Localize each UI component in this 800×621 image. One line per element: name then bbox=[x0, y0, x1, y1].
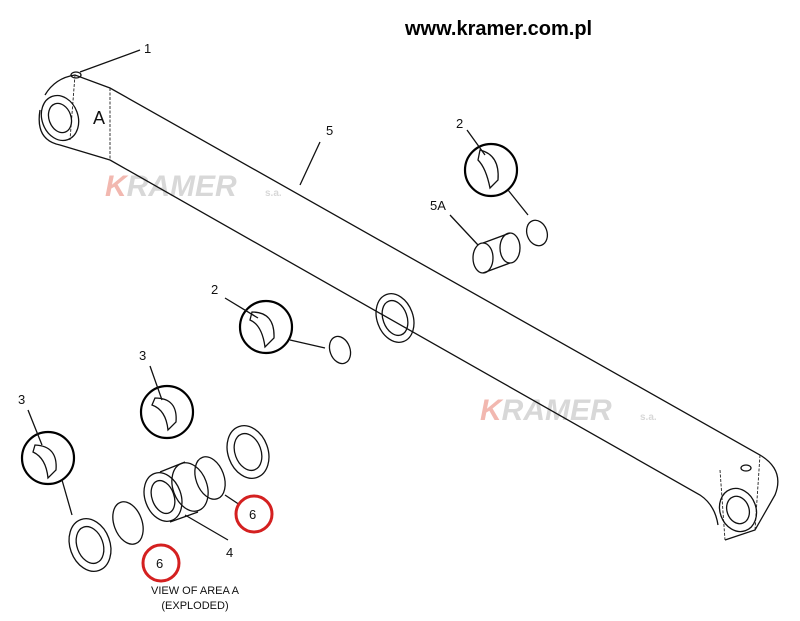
watermark-2: KRAMER s.a. bbox=[480, 394, 657, 427]
svg-text:KRAMER: KRAMER bbox=[105, 170, 237, 203]
seal-detail-2-middle bbox=[238, 299, 326, 355]
callout-6: 6 bbox=[249, 507, 256, 522]
watermark-1: KRAMER s.a. bbox=[105, 170, 282, 203]
callout-4: 4 bbox=[226, 545, 233, 560]
caption-line2: (EXPLODED) bbox=[161, 600, 228, 612]
callout-5A: 5A bbox=[430, 198, 446, 213]
svg-text:KRAMER: KRAMER bbox=[480, 394, 612, 427]
callout-5: 5 bbox=[326, 123, 333, 138]
highlight-circle bbox=[234, 494, 274, 534]
callout-1: 1 bbox=[144, 41, 151, 56]
bearing-ring bbox=[375, 293, 415, 343]
svg-text:s.a.: s.a. bbox=[265, 188, 282, 199]
bearing-4 bbox=[143, 461, 209, 523]
seal-ring bbox=[328, 335, 352, 365]
caption-line1: VIEW OF AREA A bbox=[151, 585, 240, 597]
seal-detail-3-lower bbox=[20, 430, 76, 516]
callout-3: 3 bbox=[139, 348, 146, 363]
seal-detail-2-upper bbox=[463, 142, 529, 216]
website-url: www.kramer.com.pl bbox=[404, 18, 592, 40]
leader-lines bbox=[27, 49, 486, 541]
seal-detail-3-upper bbox=[139, 384, 195, 440]
svg-text:s.a.: s.a. bbox=[640, 412, 657, 423]
highlight-circle bbox=[141, 543, 181, 583]
seal-ring bbox=[525, 219, 549, 247]
callout-2: 2 bbox=[211, 282, 218, 297]
callout-6: 6 bbox=[156, 556, 163, 571]
bushing-5A bbox=[472, 232, 521, 274]
callout-2: 2 bbox=[456, 116, 463, 131]
callout-3: 3 bbox=[18, 392, 25, 407]
callout-A: A bbox=[93, 108, 105, 128]
beam bbox=[38, 71, 779, 541]
